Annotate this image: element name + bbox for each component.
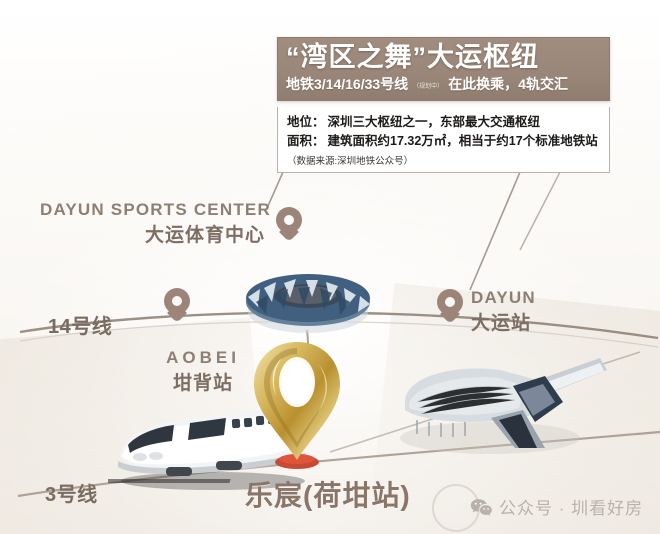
label-dayun-sports-center-cn: 大运体育中心: [144, 225, 265, 246]
map-pin-dayun-station[interactable]: [437, 289, 463, 324]
banner-subtitle-transfer: 在此换乘，4轨交汇: [448, 76, 568, 93]
wechat-icon: [470, 498, 492, 516]
info-row-value: 深圳三大枢纽之一，东部最大交通枢纽: [327, 115, 541, 129]
label-dayun-station-cn: 大运站: [471, 313, 532, 334]
hub-banner: “湾区之舞”大运枢纽 地铁3/14/16/33号线 （规划中） 在此换乘，4轨交…: [277, 37, 610, 102]
watermark: 公众号 · 圳看好房: [470, 494, 643, 519]
dayun-stadium-illustration: [246, 274, 370, 333]
metro-line-label-14: 14号线: [48, 316, 113, 338]
map-pin-dayun-sports-center[interactable]: [276, 207, 302, 242]
map-pin-aobei-station[interactable]: [164, 288, 190, 323]
banner-title: “湾区之舞”大运枢纽: [286, 42, 539, 72]
label-dayun-station-en: DAYUN: [471, 288, 536, 307]
info-row: 面积：建筑面积约17.32万㎡，相当于约17个标准地铁站: [287, 132, 600, 151]
pin-hole-icon: [172, 296, 182, 306]
label-dayun-sports-center-en: DAYUN SPORTS CENTER: [40, 200, 271, 219]
metro-line-label-3: 3号线: [45, 484, 98, 506]
pin-hole-icon: [445, 297, 455, 307]
label-dayun-station: DAYUN 大运站: [471, 288, 536, 335]
label-aobei-station-cn: 坩背站: [172, 373, 233, 394]
pin-hole-icon: [284, 215, 294, 225]
dayun-hub-building-illustration: [400, 358, 607, 454]
label-aobei-station: AOBEI 坩背站: [148, 348, 258, 395]
banner-subtitle-lines: 地铁3/14/16/33号线: [286, 76, 409, 93]
project-title: 乐宸(荷坩站): [245, 480, 411, 511]
info-row: 地位：深圳三大枢纽之一，东部最大交通枢纽: [287, 113, 600, 132]
watermark-ring: [432, 484, 480, 532]
info-row-label: 面积：: [287, 134, 325, 149]
label-dayun-sports-center: DAYUN SPORTS CENTER 大运体育中心: [40, 200, 271, 247]
info-source-note: （数据来源:深圳地铁公众号）: [287, 155, 414, 167]
label-aobei-station-en: AOBEI: [166, 348, 240, 367]
project-location-gold-pin: [254, 342, 340, 469]
high-speed-train-illustration: [108, 407, 306, 490]
banner-subtitle: 地铁3/14/16/33号线 （规划中） 在此换乘，4轨交汇: [286, 74, 601, 94]
info-row-label: 地位：: [287, 115, 325, 129]
info-row-value: 建筑面积约17.32万㎡，相当于约17个标准地铁站: [327, 134, 598, 149]
hub-info-box: 地位：深圳三大枢纽之一，东部最大交通枢纽 面积：建筑面积约17.32万㎡，相当于…: [277, 107, 610, 173]
banner-subtitle-note: （规划中）: [413, 84, 444, 91]
watermark-text: 公众号 · 圳看好房: [499, 499, 644, 518]
